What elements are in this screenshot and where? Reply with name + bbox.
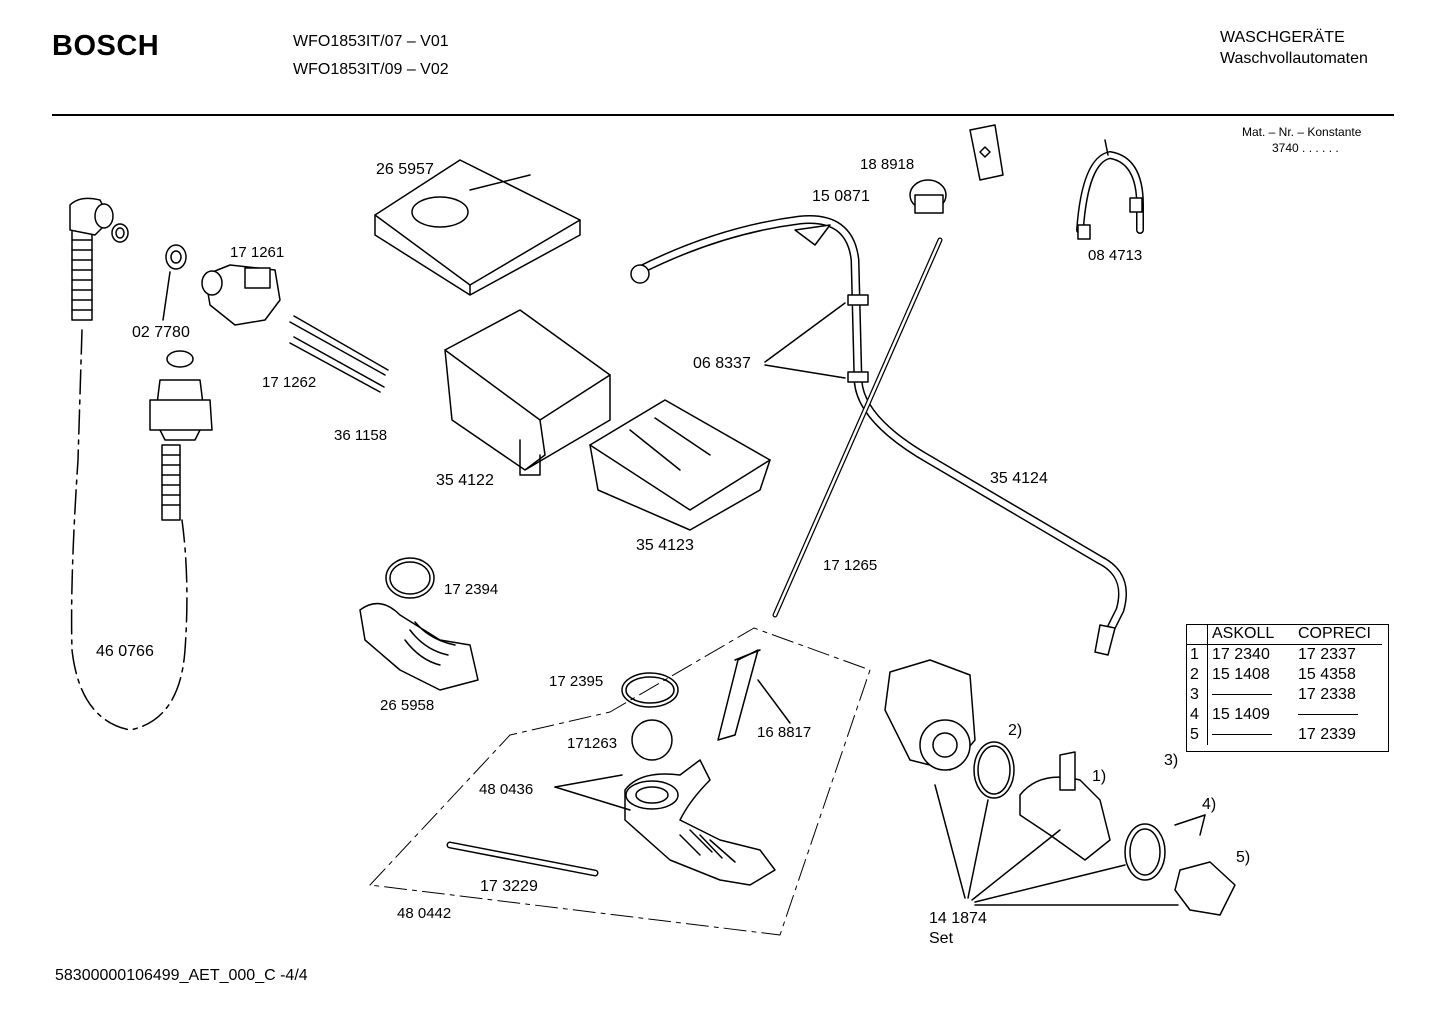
- part-label-172394: 17 2394: [444, 581, 499, 598]
- table-row: 3 17 2338: [1186, 685, 1382, 705]
- part-label-265958: 26 5958: [380, 697, 435, 714]
- table-header-index: [1186, 624, 1208, 645]
- pump-seal-drawing: [973, 741, 1015, 799]
- table-cell-copreci: 17 2339: [1298, 726, 1356, 743]
- empty-dash: [1298, 714, 1358, 716]
- part-label-173229: 17 3229: [480, 878, 538, 895]
- sump-hose-drawing: [359, 557, 479, 691]
- part-label-460766: 46 0766: [96, 643, 154, 660]
- table-cell-copreci: 17 2338: [1298, 686, 1356, 703]
- table-header-askoll: ASKOLL: [1207, 624, 1294, 645]
- part-label-084713: 08 4713: [1088, 247, 1143, 264]
- part-label-171263: 171263: [567, 735, 618, 752]
- part-label-361158: 36 1158: [334, 427, 388, 444]
- part-label-354124: 35 4124: [990, 470, 1048, 487]
- table-cell-copreci-empty: [1294, 705, 1382, 725]
- part-label-188918: 18 8918: [860, 156, 915, 173]
- inlet-hose-drawing: [69, 197, 188, 731]
- part-label-068337: 06 8337: [693, 355, 751, 372]
- table-cell-index: 2: [1186, 665, 1208, 685]
- part-label-265957: 26 5957: [376, 161, 434, 178]
- inlet-valve-drawing: [201, 264, 281, 326]
- drawer-housing-drawing: [444, 309, 611, 476]
- part-label-168817: 16 8817: [757, 724, 812, 741]
- empty-dash: [1212, 694, 1272, 696]
- washer-drawing: [162, 244, 187, 321]
- pressure-switch-drawing: [772, 124, 1004, 618]
- part-label-354122: 35 4122: [436, 472, 494, 489]
- table-cell-index: 1: [1186, 644, 1208, 665]
- table-cell-index: 3: [1186, 685, 1208, 705]
- callout-1: 1): [1092, 768, 1107, 785]
- drain-pump-drawing: [884, 659, 1236, 916]
- model-number-1: WFO1853IT/07 – V01: [293, 33, 449, 50]
- table-cell-askoll: 17 2340: [1212, 646, 1270, 663]
- table-row: 5 17 2339: [1186, 725, 1382, 745]
- part-label-141874: 14 1874: [929, 910, 987, 927]
- table-cell-askoll-empty: [1208, 725, 1295, 745]
- variant-table: ASKOLL COPRECI 1 17 2340 17 2337 2 15 14…: [1186, 624, 1382, 745]
- category-subtitle: Waschvollautomaten: [1220, 50, 1368, 67]
- part-label-171265: 17 1265: [823, 557, 878, 574]
- part-label-480436: 48 0436: [479, 781, 534, 798]
- callout-3: 3): [1164, 752, 1179, 769]
- callout-4: 4): [1202, 796, 1217, 813]
- category-title: WASCHGERÄTE: [1220, 29, 1345, 46]
- table-cell-copreci: 15 4358: [1298, 666, 1356, 683]
- part-label-171261: 17 1261: [230, 244, 285, 261]
- table-cell-askoll-empty: [1208, 685, 1295, 705]
- callout-2: 2): [1008, 722, 1023, 739]
- mat-konstante-value: 3740 . . . . . .: [1272, 141, 1339, 155]
- table-row: 4 15 1409: [1186, 705, 1382, 725]
- table-cell-index: 5: [1186, 725, 1208, 745]
- part-label-set: Set: [929, 930, 954, 947]
- table-cell-askoll: 15 1409: [1212, 706, 1270, 723]
- part-label-171262: 17 1262: [262, 374, 317, 391]
- heater-tube-drawing: [717, 649, 791, 741]
- part-label-172395: 17 2395: [549, 673, 604, 690]
- tap-connector-drawing: [149, 350, 213, 521]
- table-cell-index: 4: [1186, 705, 1208, 725]
- part-label-354123: 35 4123: [636, 537, 694, 554]
- detergent-drawer-drawing: [589, 399, 771, 531]
- sump-drawing: [554, 759, 776, 886]
- table-cell-askoll: 15 1408: [1212, 666, 1270, 683]
- tube-pair-drawing: [289, 315, 389, 393]
- model-number-2: WFO1853IT/09 – V02: [293, 61, 449, 78]
- callout-5: 5): [1236, 849, 1251, 866]
- part-label-150871: 15 0871: [812, 188, 870, 205]
- table-header-copreci: COPRECI: [1294, 624, 1382, 645]
- table-header-row: ASKOLL COPRECI: [1186, 624, 1382, 645]
- table-cell-copreci: 17 2337: [1298, 646, 1356, 663]
- part-label-027780: 02 7780: [132, 324, 190, 341]
- part-label-480442: 48 0442: [397, 905, 452, 922]
- ball-drawing: [631, 719, 673, 761]
- table-row: 1 17 2340 17 2337: [1186, 644, 1382, 665]
- mat-konstante-label: Mat. – Nr. – Konstante: [1242, 125, 1362, 139]
- hose-clip-drawing: [1076, 139, 1144, 240]
- document-id: 58300000106499_AET_000_C -4/4: [55, 967, 308, 984]
- drain-hose-drawing: [630, 215, 1127, 656]
- brand-logo: BOSCH: [52, 30, 160, 62]
- empty-dash: [1212, 734, 1272, 736]
- drawer-cover-drawing: [374, 159, 581, 296]
- table-row: 2 15 1408 15 4358: [1186, 665, 1382, 685]
- header-divider: [52, 114, 1394, 116]
- seal-ring-drawing: [621, 672, 679, 708]
